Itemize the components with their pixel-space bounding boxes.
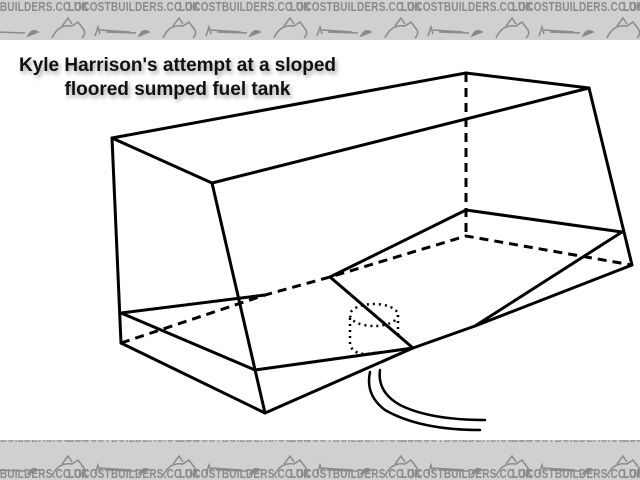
watermark-text: LOCOSTBUILDERS.CO.UK [401,440,533,446]
watermark-text-row: LOCOSTBUILDERS.CO.UKLOCOSTBUILDERS.CO.UK… [0,468,640,480]
tank-box-outline [110,71,634,415]
watermark-text: LOCOSTBUILDERS.CO.UK [179,440,311,446]
watermark-text: LOCOSTBUILDERS.CO.UK [512,440,640,446]
kit-car-silhouette-icon [0,16,640,39]
watermark-text: LOCOSTBUILDERS.CO.UK [68,1,200,15]
watermark-text: LOCOSTBUILDERS.CO.UK [0,468,89,480]
watermark-text: LOCOSTBUILDERS.CO.UK [68,468,200,480]
watermark-text: LOCOSTBUILDERS.CO.UK [0,440,89,446]
watermark-text: LOCOSTBUILDERS.CO.UK [290,1,422,15]
watermark-text: LOCOSTBUILDERS.CO.UK [68,440,200,446]
title-line-2: floored sumped fuel tank [64,79,291,100]
watermark-text: LOCOSTBUILDERS.CO.UK [179,468,311,480]
watermark-band-bottom: LOCOSTBUILDERS.CO.UKLOCOSTBUILDERS.CO.UK… [0,440,640,480]
hidden-edges-dashed [120,73,633,345]
watermark-text: LOCOSTBUILDERS.CO.UK [512,468,640,480]
watermark-text-row: LOCOSTBUILDERS.CO.UKLOCOSTBUILDERS.CO.UK… [0,440,640,446]
watermark-text: LOCOSTBUILDERS.CO.UK [179,1,311,15]
watermark-text: LOCOSTBUILDERS.CO.UK [623,468,640,480]
watermark-text: LOCOSTBUILDERS.CO.UK [0,1,89,15]
sump-cylinder-dotted [348,302,400,356]
watermark-text: LOCOSTBUILDERS.CO.UK [623,1,640,15]
watermark-text: LOCOSTBUILDERS.CO.UK [401,468,533,480]
fuel-pipe [367,368,487,432]
watermark-text: LOCOSTBUILDERS.CO.UK [512,1,640,15]
watermark-text: LOCOSTBUILDERS.CO.UK [290,440,422,446]
watermark-text-row: LOCOSTBUILDERS.CO.UKLOCOSTBUILDERS.CO.UK… [0,1,640,15]
title-line-1: Kyle Harrison's attempt at a sloped [18,55,337,76]
watermark-text: LOCOSTBUILDERS.CO.UK [623,440,640,446]
watermark-text: LOCOSTBUILDERS.CO.UK [290,468,422,480]
watermark-text: LOCOSTBUILDERS.CO.UK [401,1,533,15]
diagram-title: Kyle Harrison's attempt at a sloped floo… [0,54,355,102]
watermark-band-top: LOCOSTBUILDERS.CO.UKLOCOSTBUILDERS.CO.UK… [0,0,640,40]
